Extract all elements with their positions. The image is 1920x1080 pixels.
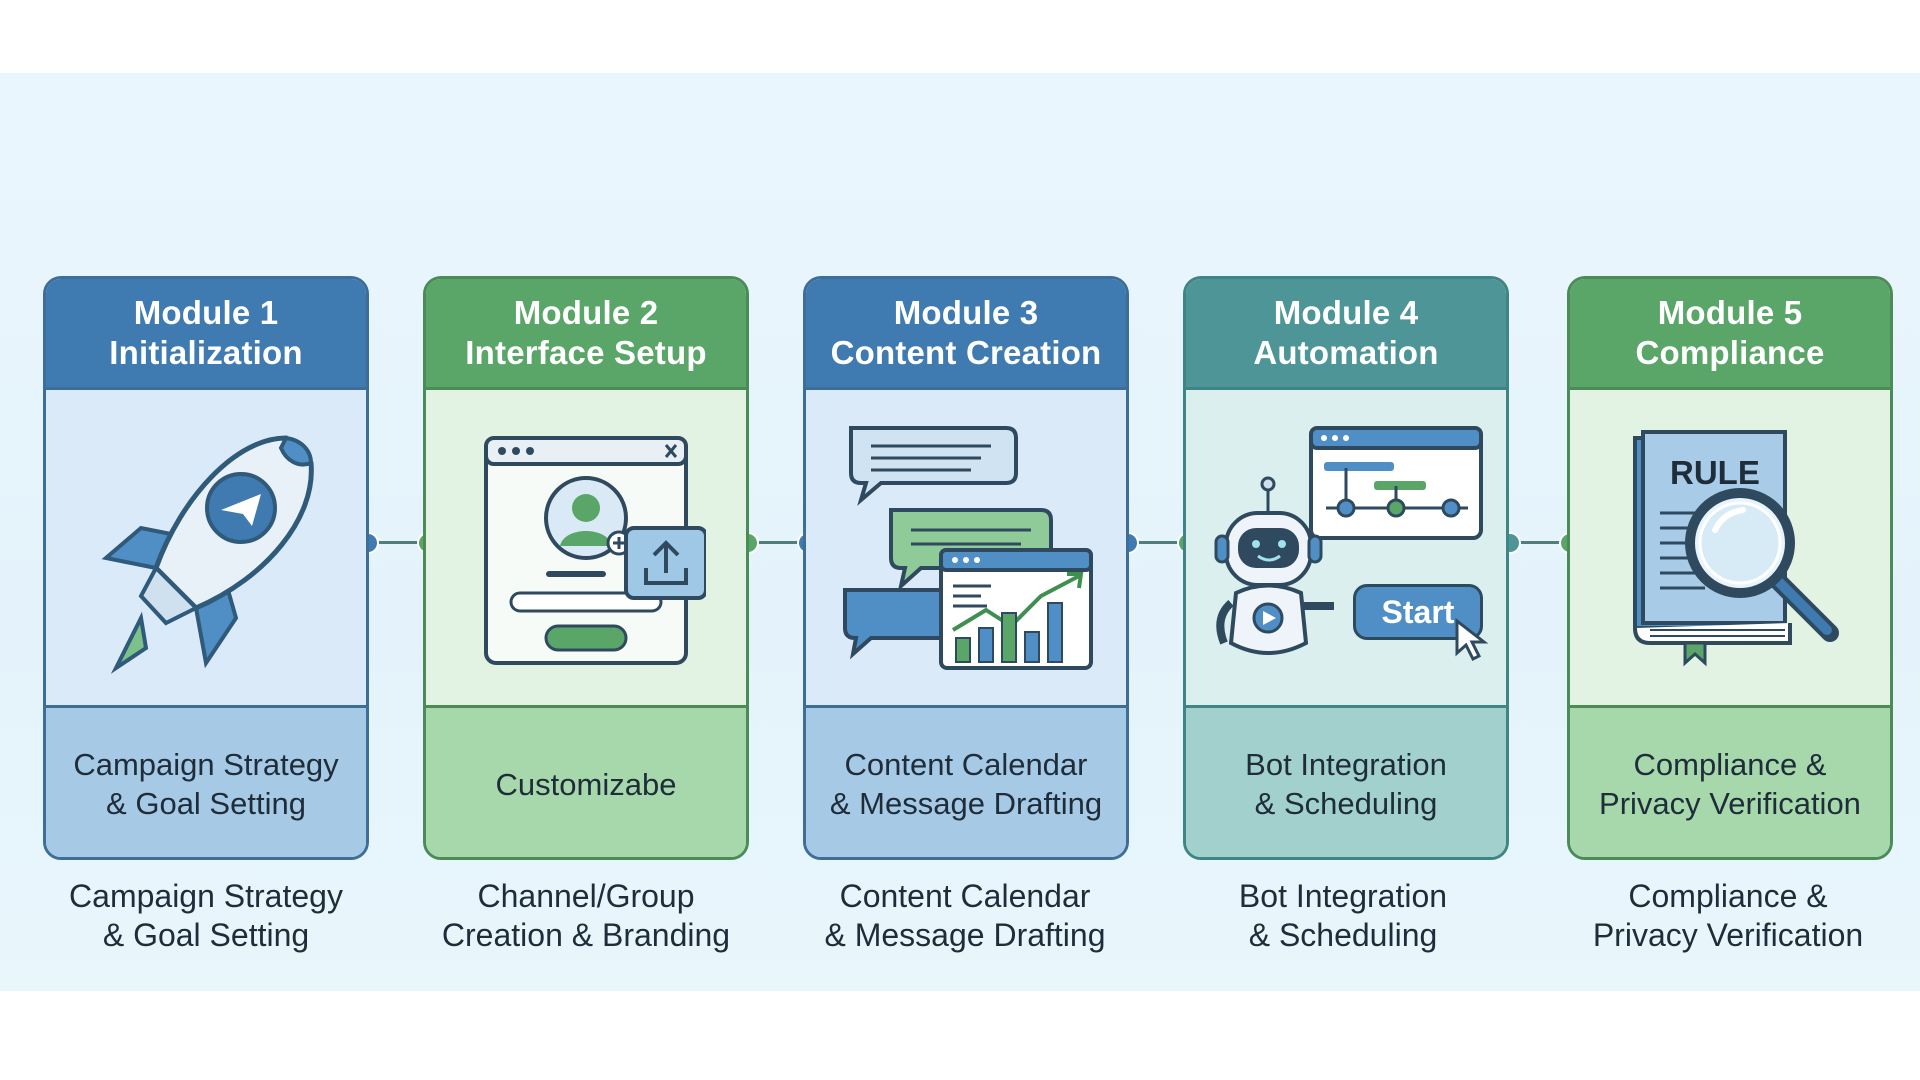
module-card-5: Module 5 Compliance RULE Compliance & Pr… xyxy=(1567,276,1893,860)
module-card-3: Module 3 Content Creation Content Calend… xyxy=(803,276,1129,860)
module-caption-3: Content Calendar & Message Drafting xyxy=(824,878,1106,953)
module-title-2: Module 2 xyxy=(513,294,659,331)
rulebook-label: RULE xyxy=(1670,454,1760,491)
profile-window-icon xyxy=(484,435,706,665)
module-title-1: Module 1 xyxy=(133,294,279,331)
module-subtitle-5: Compliance xyxy=(1635,334,1825,371)
module-footer-4: Bot Integration & Scheduling xyxy=(1186,708,1506,857)
module-footer-3: Content Calendar & Message Drafting xyxy=(806,708,1126,857)
rulebook-magnifier-icon xyxy=(1633,429,1839,666)
module-illustration-5: RULE xyxy=(1570,390,1890,708)
module-subtitle-3: Content Creation xyxy=(830,334,1102,371)
module-card-2: Module 2 Interface Setup Customizabe xyxy=(423,276,749,860)
module-illustration-4: Start xyxy=(1186,390,1506,708)
module-subtitle-2: Interface Setup xyxy=(465,334,707,371)
module-header-1: Module 1 Initialization xyxy=(46,279,366,390)
module-title-4: Module 4 xyxy=(1273,294,1419,331)
rocket-icon xyxy=(101,434,314,674)
module-footer-2: Customizabe xyxy=(426,708,746,857)
chat-chart-icon xyxy=(843,425,1093,670)
module-card-4: Module 4 Automation xyxy=(1183,276,1509,860)
module-title-3: Module 3 xyxy=(893,294,1039,331)
module-caption-4: Bot Integration & Scheduling xyxy=(1238,878,1448,953)
module-caption-5: Compliance & Privacy Verification xyxy=(1592,878,1864,953)
module-illustration-3 xyxy=(806,390,1126,708)
module-illustration-2 xyxy=(426,390,746,708)
cursor-icon xyxy=(1455,618,1489,662)
module-caption-1: Campaign Strategy & Goal Setting xyxy=(69,878,343,953)
module-illustration-1 xyxy=(46,390,366,708)
module-header-5: Module 5 Compliance xyxy=(1570,279,1890,390)
module-card-1: Module 1 Initialization Campaign Strateg… xyxy=(43,276,369,860)
module-header-4: Module 4 Automation xyxy=(1186,279,1506,390)
module-footer-5: Compliance & Privacy Verification xyxy=(1570,708,1890,857)
robot-icon xyxy=(1214,425,1483,655)
module-subtitle-4: Automation xyxy=(1253,334,1439,371)
module-footer-1: Campaign Strategy & Goal Setting xyxy=(46,708,366,857)
module-title-5: Module 5 xyxy=(1657,294,1803,331)
module-header-3: Module 3 Content Creation xyxy=(806,279,1126,390)
module-caption-2: Channel/Group Creation & Branding xyxy=(441,878,731,953)
module-header-2: Module 2 Interface Setup xyxy=(426,279,746,390)
module-subtitle-1: Initialization xyxy=(109,334,303,371)
start-button-label: Start xyxy=(1381,593,1455,630)
